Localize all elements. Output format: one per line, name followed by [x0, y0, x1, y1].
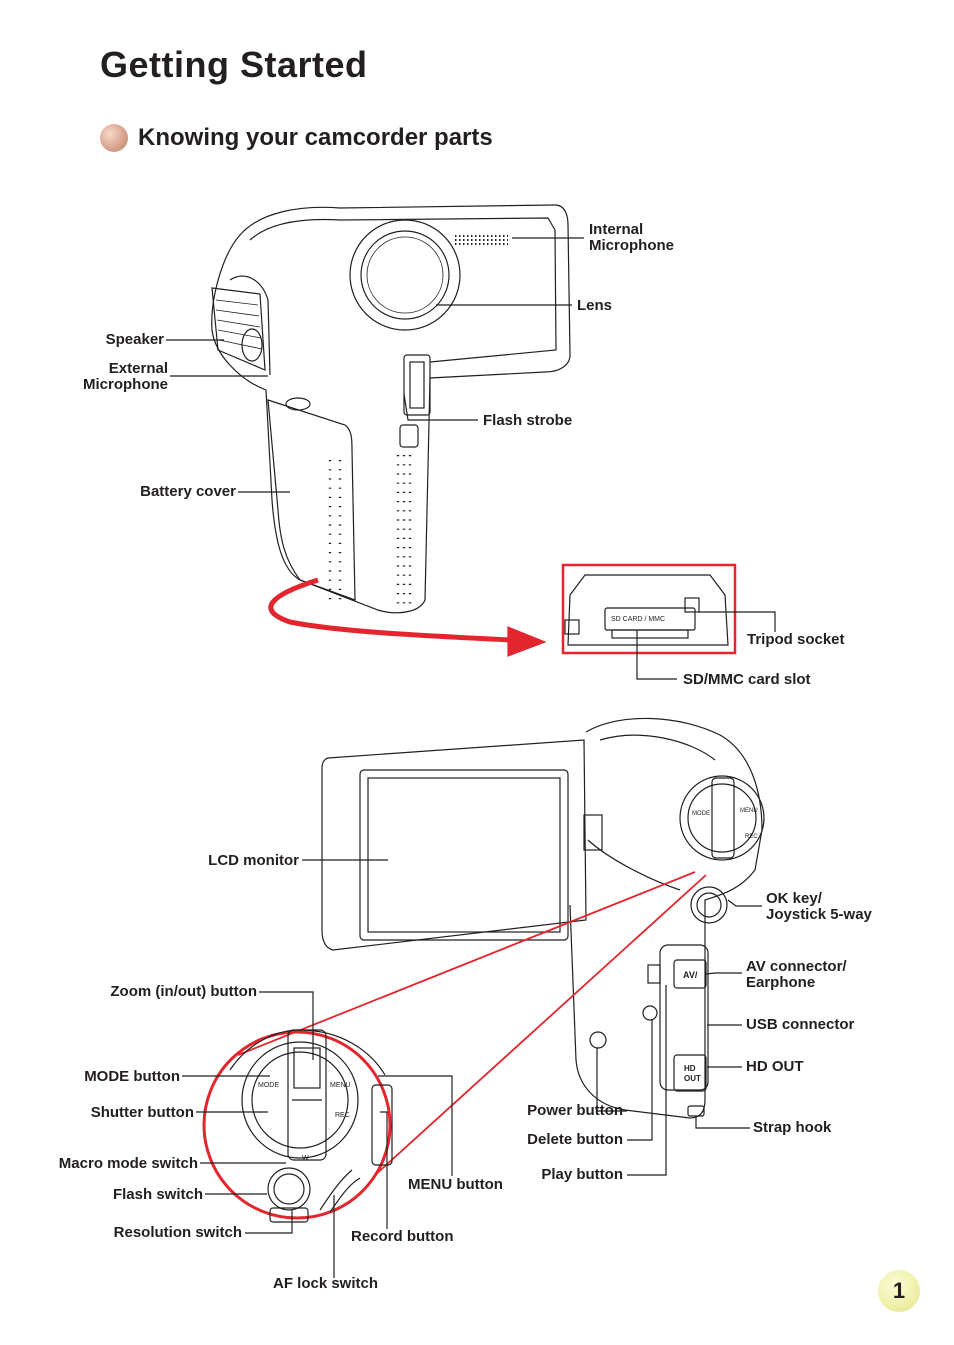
page-title: Getting Started	[100, 44, 368, 85]
label-av-connector: AV connector/Earphone	[746, 958, 847, 991]
menu-marking-zoom: MENU	[330, 1082, 351, 1089]
w-marking-zoom: W	[302, 1155, 309, 1162]
label-battery-cover: Battery cover	[140, 483, 236, 500]
mode-marking: MODE	[692, 811, 710, 817]
label-flash-strobe: Flash strobe	[483, 412, 573, 429]
label-tripod-socket: Tripod socket	[747, 631, 845, 648]
label-macro-switch: Macro mode switch	[58, 1155, 198, 1172]
label-menu-button: MENU button	[408, 1176, 503, 1193]
section-heading: Knowing your camcorder parts	[100, 120, 493, 156]
label-af-lock-switch: AF lock switch	[273, 1275, 379, 1292]
label-lcd-monitor: LCD monitor	[208, 852, 299, 869]
page-number: 1	[878, 1270, 920, 1312]
rec-marking: REC	[745, 834, 758, 840]
mode-marking-zoom: MODE	[258, 1082, 279, 1089]
label-hd-out: HD OUT	[746, 1058, 804, 1075]
label-delete-button: Delete button	[527, 1131, 623, 1148]
menu-marking: MENU	[740, 808, 758, 814]
sd-slot-marking: SD CARD / MMC	[611, 616, 665, 623]
av-marking: AV/	[683, 970, 698, 980]
label-record-button: Record button	[351, 1228, 454, 1245]
label-usb-connector: USB connector	[746, 1016, 855, 1033]
bullet-icon	[100, 124, 128, 152]
label-strap-hook: Strap hook	[753, 1119, 832, 1136]
label-zoom-button: Zoom (in/out) button	[110, 983, 257, 1000]
label-play-button: Play button	[541, 1166, 623, 1183]
label-power-button: Power button	[527, 1102, 623, 1119]
rec-marking-zoom: REC	[335, 1112, 350, 1119]
label-mode-button: MODE button	[84, 1068, 180, 1085]
hd-marking: HD	[684, 1064, 696, 1073]
label-flash-switch: Flash switch	[112, 1186, 203, 1203]
section-title: Knowing your camcorder parts	[138, 124, 493, 151]
label-ok-key: OK key/Joystick 5-way	[766, 890, 872, 923]
label-lens: Lens	[577, 297, 613, 314]
label-resolution-switch: Resolution switch	[113, 1224, 242, 1241]
label-sd-card-slot: SD/MMC card slot	[683, 671, 811, 688]
label-shutter-button: Shutter button	[90, 1104, 194, 1121]
label-speaker: Speaker	[105, 331, 164, 348]
out-marking: OUT	[684, 1074, 701, 1083]
